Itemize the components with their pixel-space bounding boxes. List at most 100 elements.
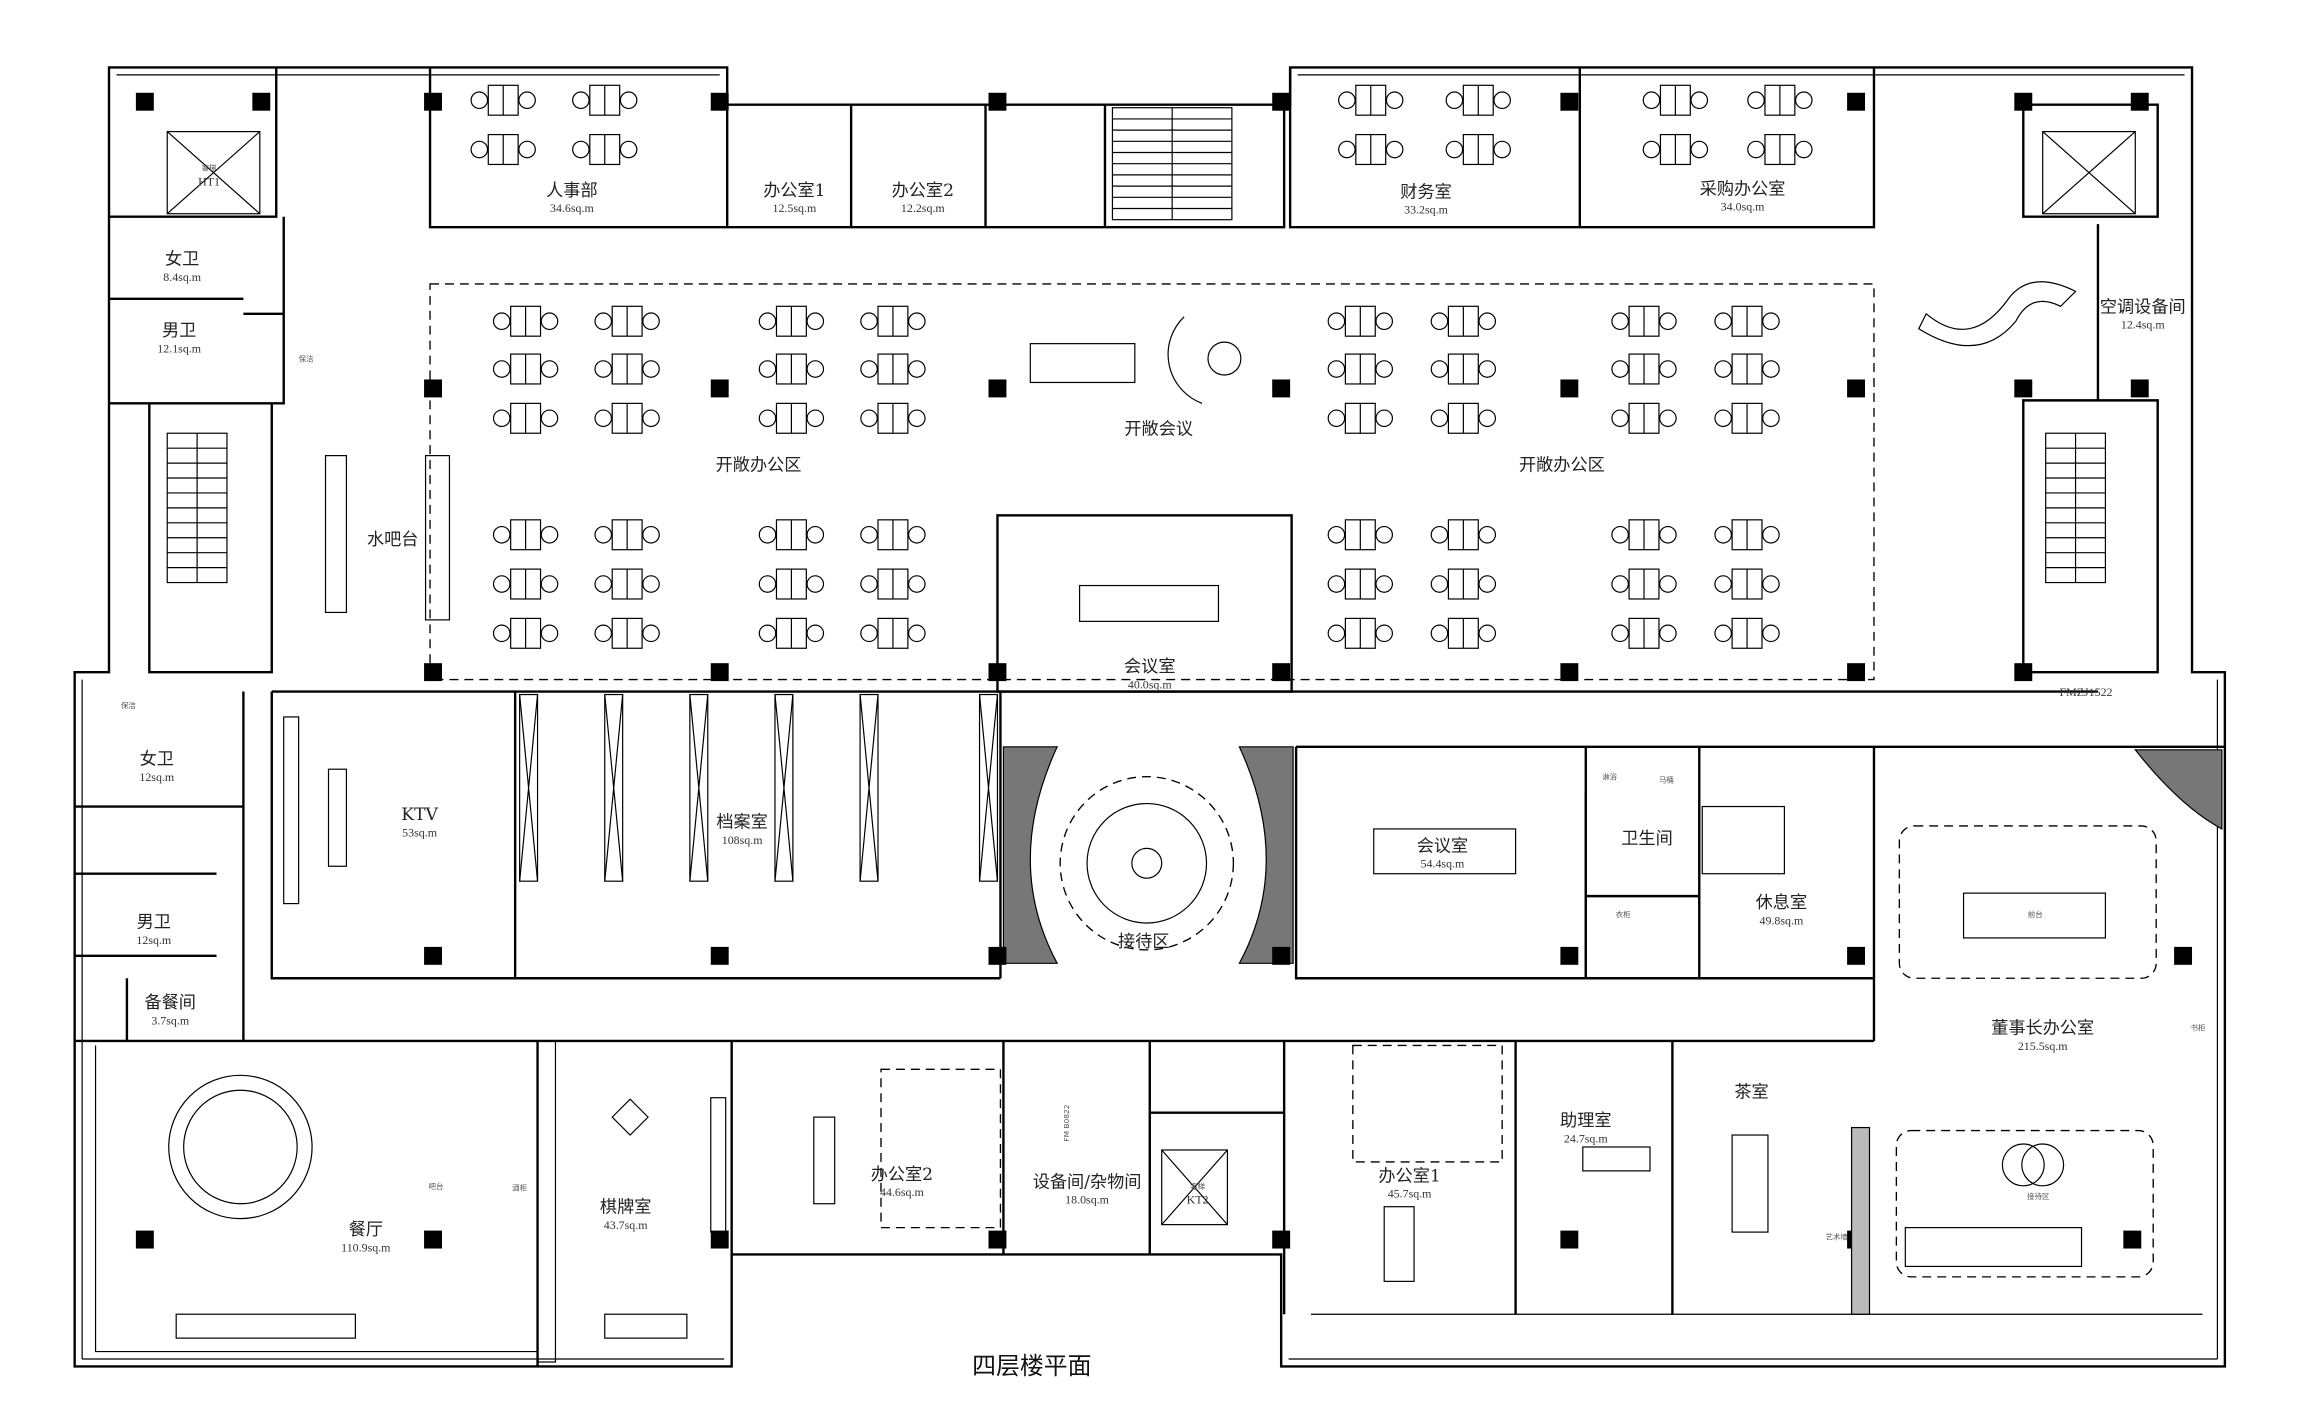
small-label-art-wall: 艺术墙 (1825, 1232, 1848, 1242)
furniture (168, 281, 2107, 1339)
room-label-rest: 休息室 (1756, 893, 1807, 913)
workstation-cluster (860, 305, 926, 337)
workstation-cluster (1327, 305, 1394, 337)
shelf (978, 693, 999, 882)
workstation-cluster (860, 617, 926, 649)
column (710, 1230, 729, 1249)
shelf (859, 693, 879, 882)
small-label-cleaning-low: 保洁 (121, 700, 136, 710)
workstation-cluster (1642, 133, 1709, 166)
workstation-cluster (1445, 133, 1511, 166)
workstation-cluster (1338, 84, 1404, 116)
workstation-cluster (1714, 568, 1780, 600)
small-label-front-desk: 前台 (2028, 909, 2043, 919)
room-area-women-wc-low: 12sq.m (139, 770, 175, 784)
workstation-cluster (1611, 568, 1677, 600)
workstation-cluster (1747, 133, 1813, 166)
column (1272, 663, 1291, 682)
room-label-finance: 财务室 (1400, 182, 1451, 202)
workstation-cluster (758, 568, 825, 600)
small-label-wardrobe: 衣柜 (1616, 909, 1631, 919)
column (710, 92, 729, 111)
shelf (774, 693, 794, 882)
archive-shelves (519, 693, 999, 1363)
column (1272, 946, 1291, 965)
workstation-cluster (470, 133, 536, 166)
column (1847, 92, 1866, 111)
workstation-cluster (1714, 305, 1780, 337)
zone-outlines (429, 283, 2157, 1278)
room-area-office2-low: 44.6sq.m (880, 1185, 924, 1199)
workstation-cluster (1445, 84, 1511, 116)
small-label-elevator-left-cn: 客梯 (202, 162, 217, 172)
column (988, 946, 1007, 965)
workstation-cluster (594, 353, 660, 385)
room-label-ktv: KTV (401, 805, 438, 825)
room-label-tea: 茶室 (1734, 1083, 1768, 1103)
workstation-cluster (1327, 617, 1394, 649)
workstation-cluster (572, 133, 638, 166)
room-area-office2-top: 12.2sq.m (901, 201, 945, 215)
room-label-office2-low: 办公室2 (871, 1165, 933, 1185)
column (710, 379, 729, 398)
stairs (166, 107, 2136, 1226)
workstation-cluster (1714, 353, 1780, 385)
workstation-cluster (758, 617, 825, 649)
room-area-assistant: 24.7sq.m (1564, 1132, 1608, 1146)
workstation-cluster (470, 84, 536, 116)
workstation-cluster (492, 519, 559, 551)
column (1560, 663, 1579, 682)
room-area-archive: 108sq.m (722, 833, 764, 847)
workstation-cluster (860, 402, 926, 434)
column (2130, 379, 2149, 398)
room-label-meeting-small: 会议室 (1124, 657, 1175, 677)
column (424, 946, 442, 965)
room-label-purchasing: 采购办公室 (1700, 179, 1786, 199)
workstation-cluster (1611, 305, 1677, 337)
room-label-hr: 人事部 (546, 181, 597, 201)
room-label-chess: 棋牌室 (600, 1198, 651, 1218)
column (1847, 663, 1866, 682)
room-area-hr: 34.6sq.m (550, 201, 594, 215)
room-label-dining: 餐厅 (349, 1220, 383, 1240)
staircase (2045, 432, 2107, 584)
column (135, 92, 154, 111)
room-label-open-office-left: 开敞办公区 (716, 456, 802, 476)
workstation-cluster (1714, 617, 1780, 649)
small-label-bar-counter: 吧台 (429, 1181, 444, 1191)
workstation-cluster (860, 568, 926, 600)
room-area-men-wc-low: 12sq.m (136, 933, 172, 947)
workstation-cluster (1611, 519, 1677, 551)
workstation-cluster (758, 402, 825, 434)
workstation-cluster (1338, 133, 1404, 166)
workstation-cluster (1714, 402, 1780, 434)
workstation-cluster (492, 353, 559, 385)
room-label-office2-top: 办公室2 (892, 181, 954, 201)
room-label-men-wc-low: 男卫 (137, 912, 171, 932)
elevator-shaft (1161, 1149, 1229, 1226)
room-label-women-wc-top: 女卫 (165, 249, 199, 269)
room-label-washroom: 卫生间 (1621, 829, 1672, 849)
workstation-cluster (1430, 568, 1497, 600)
shelf (604, 693, 624, 882)
column (988, 92, 1007, 111)
small-label-wine-cabinet: 酒柜 (512, 1182, 527, 1192)
room-area-equipment: 18.0sq.m (1065, 1193, 1109, 1207)
workstation-cluster (492, 568, 559, 600)
workstation-cluster (1611, 617, 1677, 649)
room-area-chairman: 215.5sq.m (2018, 1039, 2068, 1053)
room-area-meeting-small: 40.0sq.m (1128, 678, 1172, 692)
room-label-women-wc-low: 女卫 (140, 750, 174, 770)
column (1847, 379, 1866, 398)
shelf (536, 1040, 557, 1363)
shelf (710, 1097, 727, 1233)
reception-curved-walls (1002, 746, 2223, 964)
workstation-cluster (1714, 519, 1780, 551)
column (2123, 1230, 2142, 1249)
room-area-office1-top: 12.5sq.m (772, 201, 816, 215)
room-label-open-office-right: 开敞办公区 (1519, 456, 1605, 476)
column (135, 1230, 154, 1249)
elevator-shaft (2042, 131, 2136, 215)
column (1560, 379, 1579, 398)
workstation-cluster (572, 84, 638, 116)
